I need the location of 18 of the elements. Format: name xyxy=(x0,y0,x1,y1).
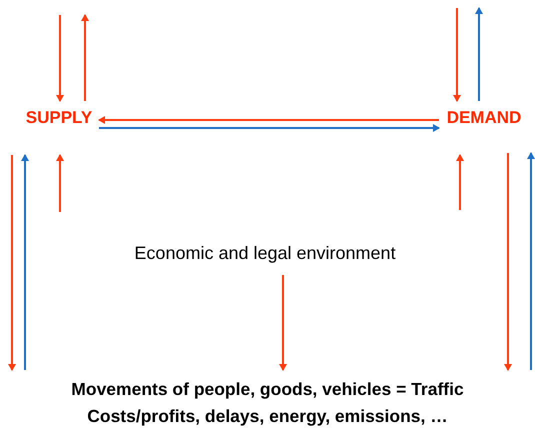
arrow xyxy=(56,15,64,102)
arrow xyxy=(56,154,64,212)
arrow xyxy=(527,152,535,370)
arrow xyxy=(279,275,287,371)
arrow xyxy=(475,7,483,101)
demand-label: DEMAND xyxy=(446,107,522,130)
arrow xyxy=(98,116,439,124)
supply-label: SUPPLY xyxy=(26,107,92,130)
traffic-caption: Costs/profits, delays, energy, emissions, … xyxy=(87,405,448,428)
arrow xyxy=(81,14,89,101)
environment-label: Economic and legal environment xyxy=(134,242,396,265)
arrow xyxy=(99,124,440,132)
arrow xyxy=(8,155,16,371)
arrow xyxy=(453,8,461,102)
traffic-caption: Movements of people, goods, vehicles = Traffic xyxy=(71,378,464,401)
arrow xyxy=(504,153,512,371)
arrow xyxy=(456,154,464,210)
arrow xyxy=(21,154,29,370)
